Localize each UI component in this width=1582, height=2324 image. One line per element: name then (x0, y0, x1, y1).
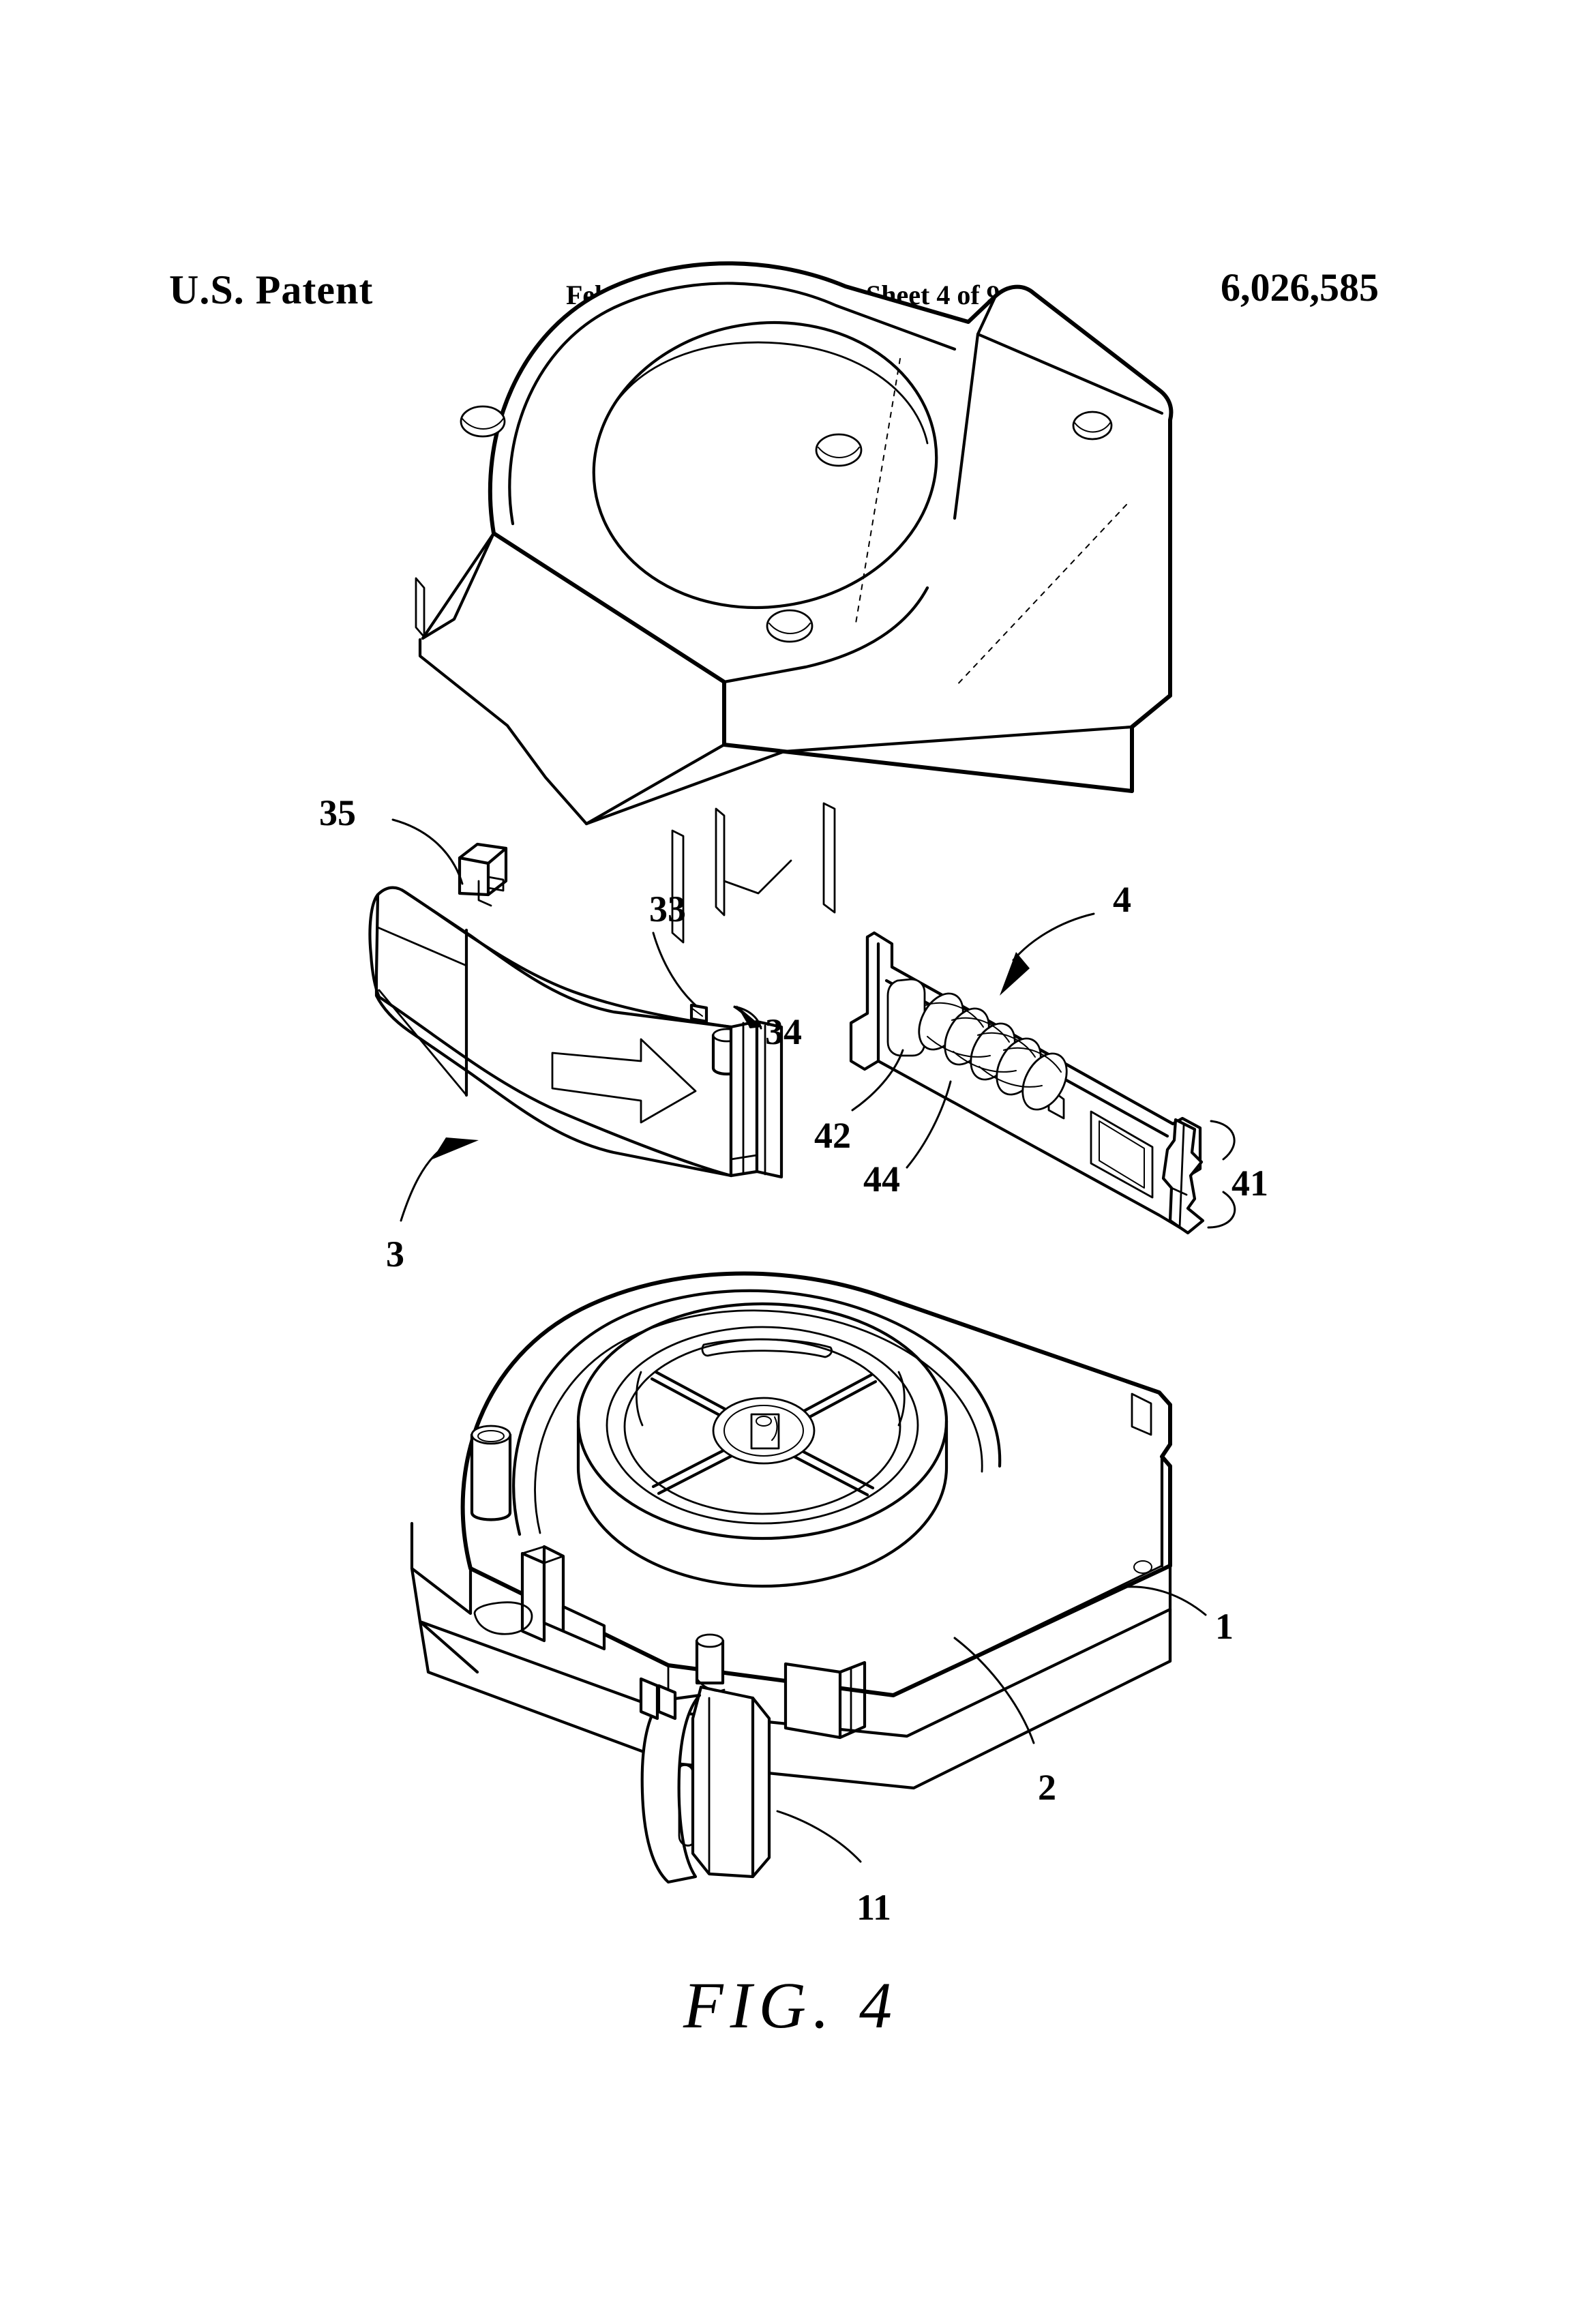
top-cover-assembly (415, 261, 1174, 944)
bracket-slot-42 (886, 978, 926, 1057)
cover-leg-front-a (671, 829, 685, 944)
vane-locating-tab (689, 1003, 708, 1024)
leader-1 (1117, 1585, 1207, 1616)
ref-numeral-34: 34 (765, 1011, 802, 1052)
leader-3-arrowhead (432, 1137, 479, 1159)
leader-33 (652, 932, 697, 1007)
cover-leg-left (415, 577, 426, 638)
housing-floor-boss (473, 1601, 533, 1635)
housing-inner-rib-arc-2 (897, 1371, 906, 1427)
housing-rear-corner-notch (1131, 1392, 1152, 1436)
leader-44 (906, 1080, 952, 1169)
leader-2 (953, 1637, 1035, 1744)
coil-spring-44 (918, 992, 1068, 1111)
ref-numeral-44: 44 (863, 1159, 900, 1200)
leader-34-head (736, 1005, 762, 1028)
housing-internal-ribs (520, 1545, 606, 1651)
cover-wedge-crease (584, 743, 726, 826)
ref-numeral-1: 1 (1215, 1606, 1234, 1647)
vane-left-panel-bottom (378, 989, 468, 1097)
spool-cylinder-wall (576, 1419, 949, 1588)
spool-inner-top-rim (606, 1326, 919, 1525)
vane-left-cap (368, 893, 381, 999)
leader-35 (391, 818, 464, 885)
cover-top-rim (508, 282, 957, 526)
bracket-end-hooks-41 (1161, 1118, 1205, 1235)
lower-housing-assembly (410, 1271, 1172, 1884)
bracket-window (1090, 1110, 1154, 1199)
spool-center-boss-inner (723, 1405, 804, 1457)
cover-leg-front-c (822, 802, 836, 914)
housing-rear-pin (1133, 1560, 1152, 1574)
cover-right-face-edge (782, 725, 1134, 754)
ref-numeral-41: 41 (1232, 1163, 1268, 1204)
leader-42 (851, 1049, 904, 1112)
housing-interior-shelf (667, 1564, 1163, 1697)
housing-inner-wall-outer (512, 1289, 1002, 1536)
patent-office-label: U.S. Patent (169, 267, 374, 312)
leader-41 (1210, 1120, 1236, 1161)
vane-bottom-edge (377, 995, 733, 1178)
housing-front-block (783, 1660, 867, 1740)
leader-4 (1012, 912, 1095, 962)
vane-arrow-emblem (551, 1038, 697, 1124)
spool-top-slot (701, 1338, 833, 1358)
cover-screw-hole-left (460, 405, 506, 438)
figure-caption: FIG. 4 (683, 1969, 899, 2042)
cover-front-step (421, 531, 496, 640)
vane-left-panel-edge (376, 926, 468, 967)
bracket-left-post-notch (850, 1012, 869, 1024)
cover-recess-circle (592, 321, 938, 610)
ref-numeral-42: 42 (814, 1115, 851, 1156)
housing-guide-post (470, 1425, 512, 1521)
spool-center-pin-slot (771, 1416, 778, 1441)
ref-numeral-4: 4 (1113, 879, 1131, 920)
leader-4-arrowhead (1000, 952, 1030, 996)
cover-shoulder-edge (722, 586, 929, 684)
cover-rear-block-left-edge (953, 332, 980, 520)
cover-screw-hole-center (815, 433, 863, 467)
leader-3 (400, 1148, 442, 1222)
housing-inner-wall-inner (534, 1309, 983, 1534)
cover-recess-inner-arc (599, 341, 929, 445)
cover-leg-front-b (715, 807, 726, 917)
ref-numeral-3: 3 (386, 1234, 404, 1275)
callout-leaders (391, 818, 1236, 1863)
latch-hook-11 (639, 1633, 771, 1884)
cover-side-blend-line (954, 504, 1127, 688)
housing-inner-rib-arc (636, 1371, 644, 1427)
leader-41-b (1207, 1191, 1236, 1229)
cover-screw-hole-rear (1072, 411, 1113, 441)
top-cover-body (488, 261, 1174, 793)
ref-numeral-35: 35 (319, 792, 356, 833)
cover-rear-block-face (1130, 418, 1172, 793)
spool-center-pin-hole (756, 1416, 772, 1427)
housing-front-left-wall (410, 1521, 473, 1615)
vane-top-clip (458, 842, 508, 907)
housing-front-left-corner (410, 1566, 479, 1674)
leader-11 (776, 1810, 862, 1863)
ref-numeral-11: 11 (856, 1887, 892, 1928)
spool-center-pin (750, 1413, 780, 1450)
spring-bracket-assembly (849, 931, 1205, 1235)
bracket-window-inner (1099, 1120, 1145, 1189)
cover-leg-notch (723, 859, 792, 895)
cover-recess-blend-line (854, 358, 901, 628)
cover-left-skirt (418, 638, 588, 826)
cover-front-skirt-lower (421, 531, 496, 640)
ref-numeral-33: 33 (649, 889, 686, 929)
patent-number: 6,026,585 (1221, 265, 1379, 310)
cover-screw-hole-front (766, 609, 814, 643)
vane-top-edge (403, 890, 733, 1029)
ref-numeral-2: 2 (1038, 1767, 1056, 1808)
